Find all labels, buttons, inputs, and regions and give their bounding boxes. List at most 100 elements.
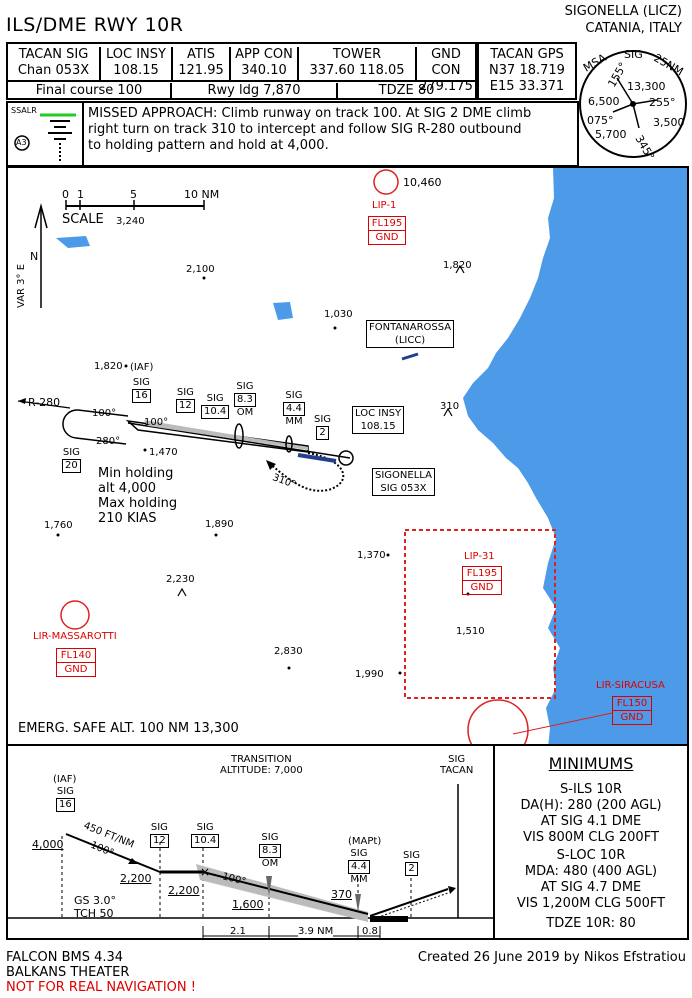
profile-graphics: × (8, 784, 493, 938)
lake-2 (273, 302, 293, 320)
siracusa-circle (467, 699, 529, 744)
dist-0-8: 0.8 (362, 926, 378, 937)
minimums-tdze: TDZE 10R: 80 (546, 916, 636, 931)
ssalr-label: SSALR (11, 106, 37, 115)
loc-title: S-LOC 10R (556, 848, 626, 863)
fontanarossa-box: FONTANAROSSA(LICC) (366, 320, 455, 348)
north-label: N (30, 250, 39, 263)
missed-approach-box: SSALR A3 MISSED APPROACH: Climb runway o… (6, 101, 579, 167)
scale-tick-0: 0 (62, 188, 69, 201)
ils-title: S-ILS 10R (560, 782, 622, 797)
elev-2230: 2,230 (166, 574, 195, 585)
lip31-name: LIP-31 (464, 551, 495, 562)
alt-370: 370 (331, 888, 352, 901)
scale-label: SCALE (62, 212, 104, 227)
alt-2200-b: 2,200 (168, 884, 200, 897)
msa-alt-w: 6,500 (588, 95, 620, 108)
massarotti-circle (60, 600, 90, 630)
elev-2100: 2,100 (186, 264, 215, 275)
siracusa-leader (512, 712, 613, 735)
info-strip: Final course 100 Rwy ldg 7,870 TDZE 80 (6, 80, 477, 100)
final-track-label: 100° (144, 417, 169, 428)
footer-credit: Created 26 June 2019 by Nikos Efstratiou (417, 950, 686, 965)
scale-tick-1: 1 (77, 188, 84, 201)
alt-4000: 4,000 (32, 838, 64, 851)
final-course-line (127, 422, 351, 459)
tacan-symbol (338, 450, 354, 466)
elev-1820-b: 1,820 (94, 361, 123, 372)
massarotti-name: LIR-MASSAROTTI (33, 631, 117, 642)
lighting-box: SSALR A3 (8, 103, 84, 165)
hold-outbound-track: 280° (96, 436, 121, 447)
msa-alt-e: 3,500 (653, 116, 685, 129)
approach-lights-icon (14, 113, 76, 163)
middle-marker (285, 435, 293, 453)
loc-at: AT SIG 4.7 DME (540, 880, 642, 895)
elev-1820-a: 1,820 (443, 260, 472, 271)
alt-1600: 1,600 (232, 898, 264, 911)
profile-mapt: (MAPt) (348, 836, 382, 847)
dist-2-1: 2.1 (230, 926, 246, 937)
msa-sig: SIG (624, 48, 643, 61)
footer-left: FALCON BMS 4.34 BALKANS THEATER NOT FOR … (6, 950, 196, 995)
elev-1890: 1,890 (205, 519, 234, 530)
tdze-value: TDZE 80 (378, 83, 435, 98)
siracusa-name: LIR-SIRACUSA (596, 680, 665, 691)
outer-marker (234, 423, 244, 449)
elev-10460: 10,460 (403, 176, 442, 189)
scale-tick-5: 5 (130, 188, 137, 201)
radial-label: R-280 (28, 396, 61, 409)
ils-at: AT SIG 4.1 DME (540, 814, 642, 829)
minimums-title: MINIMUMS (548, 754, 634, 773)
msa-label: MSA (581, 51, 609, 75)
msa-radius: 25NM (652, 51, 686, 78)
msa-b075: 075° (587, 114, 614, 127)
missed-approach-text: MISSED APPROACH: Climb runway on track 1… (88, 106, 532, 153)
emergency-safe-alt: EMERG. SAFE ALT. 100 NM 13,300 (18, 721, 239, 736)
airport-location: CATANIA, ITALY (585, 21, 682, 36)
sigonella-runway (297, 453, 337, 463)
msa-alt-s: 5,700 (595, 128, 627, 141)
elev-2830: 2,830 (274, 646, 303, 657)
lip31-area (404, 529, 556, 699)
missed-approach-path (269, 452, 345, 492)
alt-2200-a: 2,200 (120, 872, 152, 885)
svg-text:×: × (200, 865, 210, 879)
airport-name: SIGONELLA (LICZ) (564, 4, 682, 19)
elev-1470: 1,470 (149, 447, 178, 458)
elev-1370: 1,370 (357, 550, 386, 561)
runway-landing: Rwy ldg 7,870 (172, 83, 338, 99)
plan-view: 0 1 5 10 NM SCALE 3,240 N VAR 3° E 10,46… (6, 166, 689, 746)
chart-title: ILS/DME RWY 10R (6, 14, 184, 36)
final-course: Final course 100 (8, 83, 172, 99)
lip1-name: LIP-1 (372, 200, 397, 211)
ils-vis: VIS 800M CLG 200FT (523, 830, 659, 845)
lighting-code: A3 (16, 138, 27, 147)
loc-mda: MDA: 480 (400 AGL) (524, 864, 658, 879)
variation-label: VAR 3° E (16, 263, 27, 308)
elev-1760: 1,760 (44, 520, 73, 531)
loc-vis: VIS 1,200M CLG 500FT (516, 896, 666, 911)
